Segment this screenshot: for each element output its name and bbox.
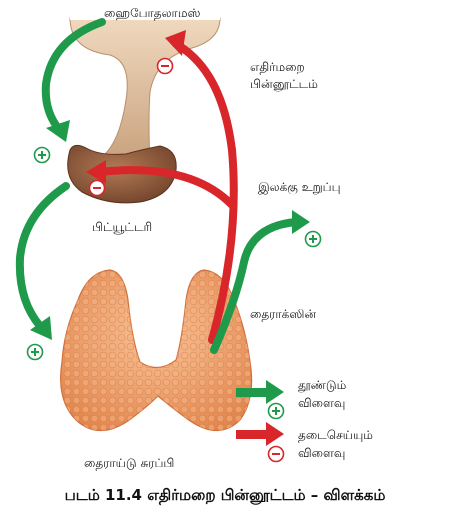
plus-sign-target-organ xyxy=(304,230,322,248)
legend-stimulating-plus xyxy=(267,402,285,420)
negative-feedback-label-line2: பின்னூட்டம் xyxy=(250,77,318,91)
negative-feedback-label-line1: எதிர்மறை xyxy=(250,60,305,74)
red-feedback-arrow-pituitary xyxy=(86,160,236,209)
hypothalamus-label: ஹைபோதலாமஸ் xyxy=(104,6,201,20)
green-arrow-hypothalamus-to-pituitary xyxy=(41,18,106,142)
thyroid-label: தைராய்டு சுரப்பி xyxy=(84,456,175,470)
legend-inhibiting-label-line2: விளைவு xyxy=(298,446,346,460)
legend-inhibiting-arrow xyxy=(236,422,284,446)
hypothalamus-gland xyxy=(69,10,221,163)
green-arrow-to-target-organ xyxy=(210,210,310,354)
minus-sign-pituitary xyxy=(88,179,106,197)
thyroxine-label: தைராக்ஸின் xyxy=(250,307,316,321)
thyroid-gland xyxy=(60,269,253,432)
target-organ-label: இலக்கு உறுப்பு xyxy=(258,180,341,194)
legend-stimulating-label-line2: விளைவு xyxy=(298,396,346,410)
legend-inhibiting-label-line1: தடைசெய்யும் xyxy=(298,428,373,442)
pituitary-label: பிட்யூட்டரி xyxy=(92,220,153,234)
minus-sign-hypothalamus xyxy=(156,57,174,75)
legend-stimulating-label-line1: தூண்டும் xyxy=(298,378,347,392)
legend-stimulating-arrow xyxy=(236,380,284,404)
plus-sign-thyroid xyxy=(26,343,44,361)
red-feedback-arrow-hypothalamus xyxy=(165,30,238,344)
plus-sign-pituitary xyxy=(33,146,51,164)
figure-caption: படம் 11.4 எதிர்மறை பின்னூட்டம் – விளக்கம… xyxy=(64,486,386,504)
green-arrow-pituitary-to-thyroid xyxy=(15,182,70,340)
legend-inhibiting-minus xyxy=(267,445,285,463)
